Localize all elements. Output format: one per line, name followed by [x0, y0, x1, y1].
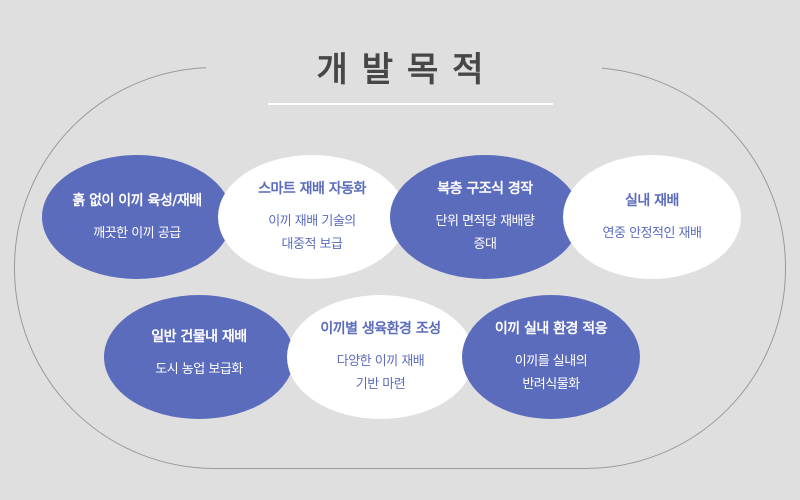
goal-growth-environment: 이끼별 생육환경 조성 다양한 이끼 재배 기반 마련	[287, 295, 474, 419]
page-title: 개발목적	[316, 50, 498, 90]
goal-description: 이끼를 실내의 반려식물화	[514, 354, 588, 392]
title-underline	[268, 103, 553, 105]
goal-description: 이끼 재배 기술의 대중적 보급	[268, 214, 356, 252]
goal-heading: 복층 구조식 경작	[437, 181, 533, 197]
goal-multilayer-farming: 복층 구조식 경작 단위 면적당 재배량 증대	[390, 155, 580, 279]
goal-description: 단위 면적당 재배량 증대	[435, 214, 535, 252]
goal-description: 다양한 이끼 재배 기반 마련	[336, 354, 425, 392]
goal-heading: 일반 건물내 재배	[151, 328, 247, 345]
goal-description: 연중 안정적인 재배	[602, 225, 702, 241]
goal-description: 도시 농업 보급화	[155, 361, 243, 377]
goal-heading: 이끼 실내 환경 적응	[494, 321, 608, 337]
goal-building-cultivation: 일반 건물내 재배 도시 농업 보급화	[104, 295, 294, 419]
goal-soilless-cultivation: 흙 없이 이끼 육성/재배 깨끗한 이끼 공급	[42, 155, 232, 279]
goal-indoor-cultivation: 실내 재배 연중 안정적인 재배	[563, 155, 741, 279]
goal-heading: 스마트 재배 자동화	[258, 181, 366, 197]
goal-smart-automation: 스마트 재배 자동화 이끼 재배 기술의 대중적 보급	[218, 155, 406, 279]
goal-indoor-adaptation: 이끼 실내 환경 적응 이끼를 실내의 반려식물화	[462, 295, 640, 419]
goal-heading: 흙 없이 이끼 육성/재배	[72, 192, 202, 209]
goal-heading: 이끼별 생육환경 조성	[320, 321, 441, 337]
goal-description: 깨끗한 이끼 공급	[93, 225, 181, 241]
goal-heading: 실내 재배	[625, 192, 679, 209]
